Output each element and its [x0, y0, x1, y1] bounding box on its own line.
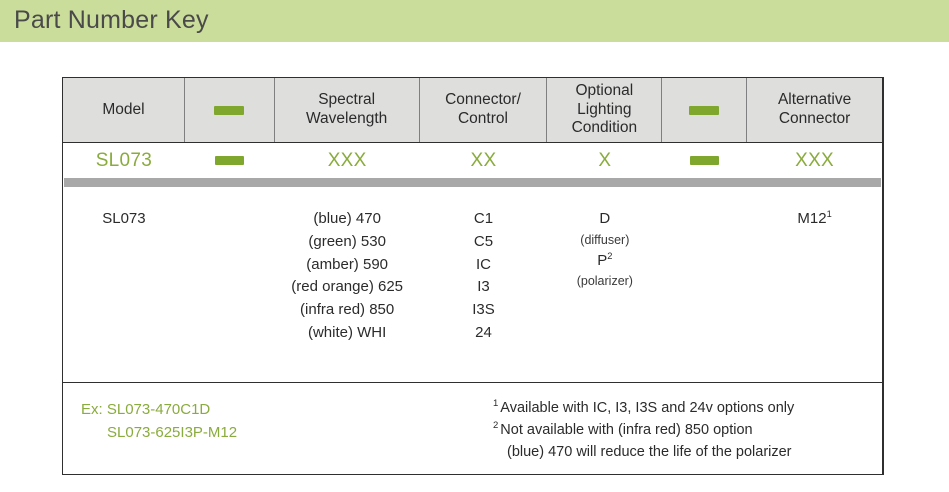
column-header-optional-lighting-line3: Condition [571, 119, 638, 137]
option-item: (infra red) 850 [300, 301, 395, 319]
option-item: SL073 [102, 210, 146, 227]
column-header-separator-2 [662, 78, 748, 142]
options-separator-1 [185, 187, 275, 382]
column-header-spectral-wavelength-line1: Spectral [318, 91, 376, 109]
options-spectral-wavelength: (blue) 470 (green) 530 (amber) 590 (red … [275, 187, 420, 382]
m12-code-text: M12 [797, 210, 827, 227]
part-number-table: Model Spectral Wavelength Connector/ Con… [62, 77, 884, 475]
dash-icon [215, 156, 245, 165]
code-connector-control: XX [470, 149, 497, 171]
option-item: 24 [475, 323, 492, 341]
footnote-marker: 2 [607, 250, 613, 261]
option-item-polarizer-code: P2 [597, 250, 612, 273]
options-alternative-connector: M121 [747, 187, 882, 382]
footnote-1-marker: 1 [493, 398, 499, 410]
column-header-spectral-wavelength-line2: Wavelength [306, 110, 388, 127]
option-item: IC [475, 255, 491, 273]
code-optional-lighting-condition: X [598, 149, 612, 171]
column-header-connector-control-line1: Connector/ [445, 91, 521, 109]
column-header-optional-lighting-line2: Lighting [577, 100, 632, 118]
polarizer-code-text: P [597, 251, 608, 269]
table-code-row: SL073 XXX XX X XXX [63, 143, 882, 178]
table-options-row: SL073 (blue) 470 (green) 530 (amber) 590… [63, 187, 882, 382]
option-item-polarizer-label: (polarizer) [576, 274, 633, 289]
options-optional-lighting-condition: D (diffuser) P2 (polarizer) [547, 187, 662, 382]
option-item-m12: M121 [797, 208, 831, 231]
example-label: Ex: [81, 401, 103, 418]
code-alternative-connector: XXX [795, 149, 835, 171]
examples-block: Ex: SL073-470C1D SL073-625I3P-M12 [63, 383, 493, 474]
column-header-alternative-connector: Alternative Connector [747, 78, 882, 142]
dash-icon [214, 105, 245, 115]
option-item: (red orange) 625 [291, 278, 404, 296]
code-separator-2 [662, 143, 747, 178]
section-divider-bar [64, 178, 881, 187]
example-value-2: SL073-625I3P-M12 [107, 424, 238, 442]
footnote-2-text: Not available with (infra red) 850 optio… [500, 422, 753, 439]
footnote-1-text: Available with IC, I3, I3S and 24v optio… [500, 400, 795, 416]
option-item: I3 [477, 278, 490, 296]
options-model: SL073 [63, 187, 185, 382]
page-title: Part Number Key [14, 6, 209, 34]
column-header-model-label: Model [102, 100, 145, 118]
option-item: I3S [472, 301, 495, 319]
column-header-optional-lighting-line1: Optional [575, 81, 634, 99]
option-item: C5 [473, 232, 494, 250]
option-item: (green) 530 [308, 232, 386, 250]
example-value-1: SL073-470C1D [106, 401, 211, 418]
column-header-spectral-wavelength: Spectral Wavelength [275, 78, 420, 142]
column-header-model: Model [63, 78, 185, 142]
title-band: Part Number Key [0, 0, 949, 42]
option-item: (amber) 590 [306, 255, 388, 273]
option-item-diffuser-code: D [599, 210, 611, 227]
column-header-connector-control: Connector/ Control [420, 78, 548, 142]
column-header-connector-control-line2: Control [457, 110, 508, 127]
code-separator-1 [185, 143, 275, 178]
dash-icon [689, 105, 720, 115]
option-item: (white) WHI [307, 323, 387, 341]
footnote-marker: 1 [826, 209, 832, 219]
options-separator-2 [662, 187, 747, 382]
example-line-2: SL073-625I3P-M12 [81, 421, 493, 444]
code-spectral-wavelength: XXX [327, 149, 367, 171]
example-line-1: Ex: SL073-470C1D [81, 398, 493, 421]
code-model: SL073 [95, 149, 153, 171]
column-header-separator-1 [185, 78, 275, 142]
column-header-optional-lighting-condition: Optional Lighting Condition [547, 78, 663, 142]
column-header-alternative-connector-line1: Alternative [777, 91, 852, 109]
option-item: C1 [473, 210, 494, 227]
column-header-alternative-connector-line2: Connector [778, 110, 851, 127]
option-item-diffuser-label: (diffuser) [580, 232, 630, 247]
option-item: (blue) 470 [313, 210, 381, 227]
footnote-2-marker: 2 [493, 420, 499, 432]
table-header-row: Model Spectral Wavelength Connector/ Con… [63, 78, 882, 143]
dash-icon [690, 156, 720, 165]
footnote-2-continuation: (blue) 470 will reduce the life of the p… [507, 444, 792, 461]
options-connector-control: C1 C5 IC I3 I3S 24 [420, 187, 548, 382]
